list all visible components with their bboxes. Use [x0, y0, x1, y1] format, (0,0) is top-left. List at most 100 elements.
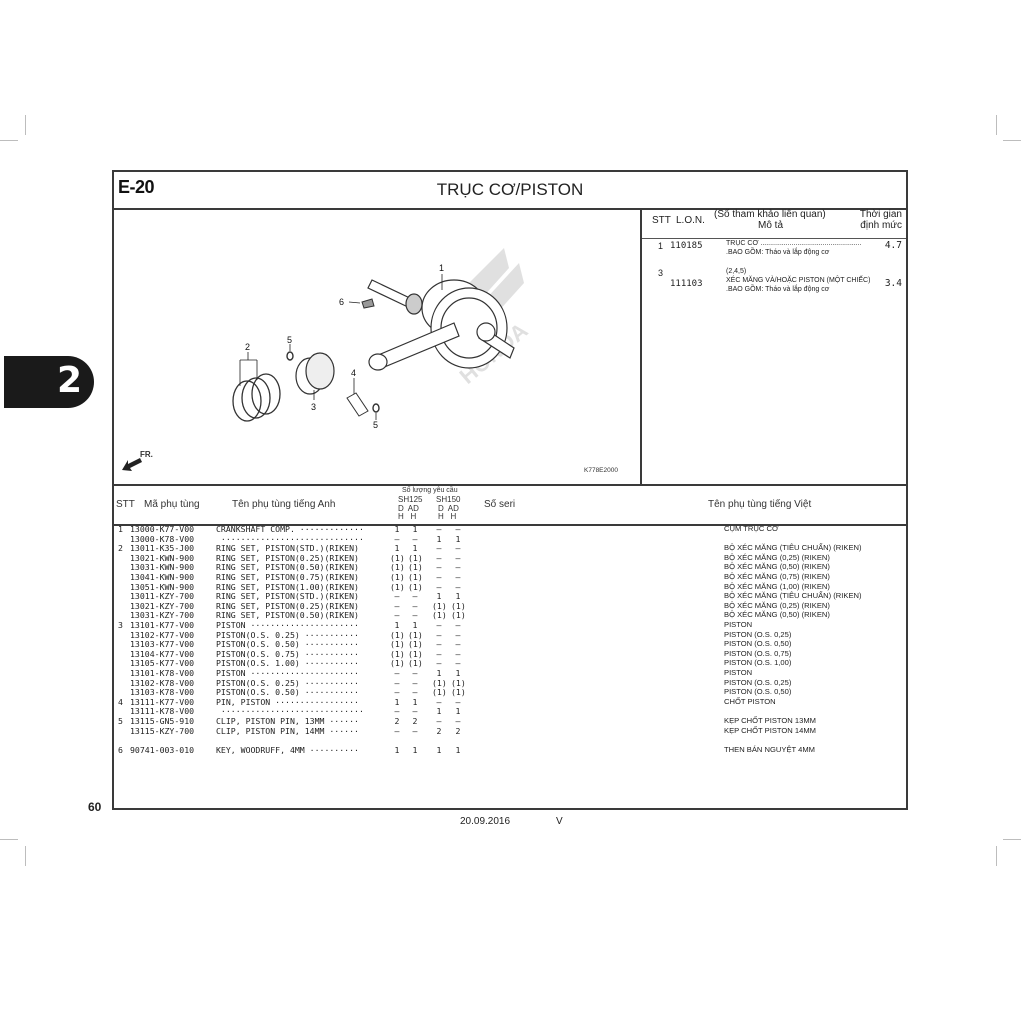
callout-5b: 5 — [373, 420, 379, 430]
col-lon: L.O.N. — [676, 215, 705, 226]
row-qty: 2 — [394, 716, 400, 726]
col-ref: (Số tham khảo liên quan) — [714, 209, 826, 220]
row-name-vn: PISTON (O.S. 0,50) — [724, 639, 792, 649]
row-qty: 2 — [412, 716, 418, 726]
row-qty: – — [455, 581, 461, 592]
row-qty: – — [455, 572, 461, 582]
row-qty: – — [455, 562, 461, 573]
row-qty: – — [455, 629, 461, 640]
col-serial: Số seri — [484, 499, 516, 510]
row-name-en: RING SET, PISTON(1.00)(RIKEN) — [216, 581, 359, 592]
row-qty: (1) — [408, 639, 423, 650]
row-qty: – — [455, 658, 461, 669]
labor-lon: 110185 — [670, 241, 703, 251]
row-name-en: PISTON(O.S. 0.25) ··········· — [216, 629, 359, 640]
callout-3: 3 — [311, 402, 317, 412]
row-qty: (1) — [451, 600, 466, 611]
row-name-vn: THEN BÁN NGUYỆT 4MM — [724, 744, 815, 754]
callout-4: 4 — [351, 368, 357, 378]
callout-2: 2 — [245, 342, 251, 352]
labor-time: 3.4 — [884, 278, 902, 289]
table-row: 13102-K77-V00 PISTON(O.S. 0.25) ·········… — [114, 630, 906, 640]
col-time: Thời gian — [859, 209, 902, 220]
row-qty: (1) — [408, 648, 423, 659]
row-part-no: 13115-GN5-910 — [130, 716, 195, 726]
row-name-vn: PISTON (O.S. 0,25) — [724, 677, 792, 687]
row-qty: – — [455, 524, 461, 534]
row-name-vn: BỘ XÉC MĂNG (0,75) (RIKEN) — [724, 572, 830, 581]
row-name-vn: CỤM TRỤC CƠ — [724, 524, 779, 533]
row-name-vn: BỘ XÉC MĂNG (0,25) (RIKEN) — [724, 600, 830, 610]
col-stt: STT — [652, 215, 671, 226]
row-stt: 2 — [118, 543, 123, 554]
table-row: 13000-K78-V00 ··························… — [114, 534, 906, 544]
row-part-no: 13105-K77-V00 — [130, 658, 195, 669]
page-header: E-20 TRỤC CƠ/PISTON — [114, 172, 906, 210]
row-qty: – — [412, 591, 418, 602]
row-name-vn: PISTON (O.S. 1,00) — [724, 658, 792, 668]
row-qty: (1) — [390, 572, 405, 582]
row-part-no: 13104-K77-V00 — [130, 648, 195, 659]
row-name-vn: PISTON (O.S. 0,25) — [724, 629, 792, 639]
row-qty: 1 — [394, 696, 400, 707]
labor-desc: XÉC MĂNG VÀ/HOẶC PISTON (MỘT CHIẾC) — [726, 277, 871, 284]
row-qty: – — [436, 562, 442, 573]
row-part-no: 13103-K77-V00 — [130, 639, 195, 650]
row-part-no: 13011-K35-J00 — [130, 543, 195, 554]
row-qty: – — [436, 629, 442, 640]
page-title: TRỤC CƠ/PISTON — [436, 180, 584, 199]
row-name-vn: BỘ XÉC MĂNG (TIÊU CHUẨN) (RIKEN) — [724, 543, 862, 553]
row-qty: 1 — [394, 744, 400, 755]
table-row: 13021-KWN-900 RING SET, PISTON(0.25)(RIKE… — [114, 553, 906, 563]
row-qty: 1 — [455, 533, 461, 544]
row-part-no: 13103-K78-V00 — [130, 687, 195, 698]
crop-mark — [996, 846, 997, 866]
row-qty: (1) — [408, 572, 423, 582]
row-part-no: 13102-K77-V00 — [130, 629, 195, 640]
row-part-no: 13115-KZY-700 — [130, 725, 195, 736]
row-name-en: RING SET, PISTON(0.25)(RIKEN) — [216, 600, 359, 611]
labor-lon: 111103 — [670, 279, 703, 289]
col-name-en: Tên phụ tùng tiếng Anh — [232, 499, 336, 510]
row-stt: 5 — [118, 716, 123, 726]
row-name-en: RING SET, PISTON(0.25)(RIKEN) — [216, 552, 359, 563]
row-name-en: ····························· — [216, 706, 364, 717]
row-qty: 1 — [455, 744, 461, 755]
row-qty: – — [455, 639, 461, 650]
row-stt: 6 — [118, 744, 123, 755]
row-qty: – — [436, 552, 442, 563]
row-qty: (1) — [408, 629, 423, 640]
row-qty: – — [412, 725, 418, 736]
row-qty: – — [455, 620, 461, 630]
row-name-vn: KẸP CHỐT PISTON 14MM — [724, 725, 816, 735]
row-qty: – — [436, 639, 442, 650]
row-part-no: 13021-KWN-900 — [130, 552, 195, 563]
row-part-no: 13051-KWN-900 — [130, 581, 195, 592]
direction-label: FR. — [140, 450, 153, 459]
row-qty: – — [436, 620, 442, 630]
row-qty: (1) — [432, 600, 447, 611]
row-name-en: PISTON(O.S. 0.25) ··········· — [216, 677, 359, 688]
row-qty: – — [394, 533, 400, 544]
row-part-no: 13011-KZY-700 — [130, 591, 195, 602]
drawing-code: K778E2000 — [584, 467, 618, 474]
row-qty: – — [455, 648, 461, 659]
row-name-en: PISTON(O.S. 1.00) ··········· — [216, 658, 359, 669]
labor-time: 4.7 — [884, 240, 902, 251]
row-stt: 4 — [118, 696, 123, 707]
row-qty: – — [436, 524, 442, 534]
labor-stt: 3 — [658, 268, 664, 278]
row-name-vn: BỘ XÉC MĂNG (1,00) (RIKEN) — [724, 581, 830, 591]
row-qty: – — [412, 600, 418, 611]
labor-note: .BAO GỒM: Tháo và lắp động cơ — [726, 249, 830, 256]
exploded-diagram: HONDA — [114, 208, 642, 484]
